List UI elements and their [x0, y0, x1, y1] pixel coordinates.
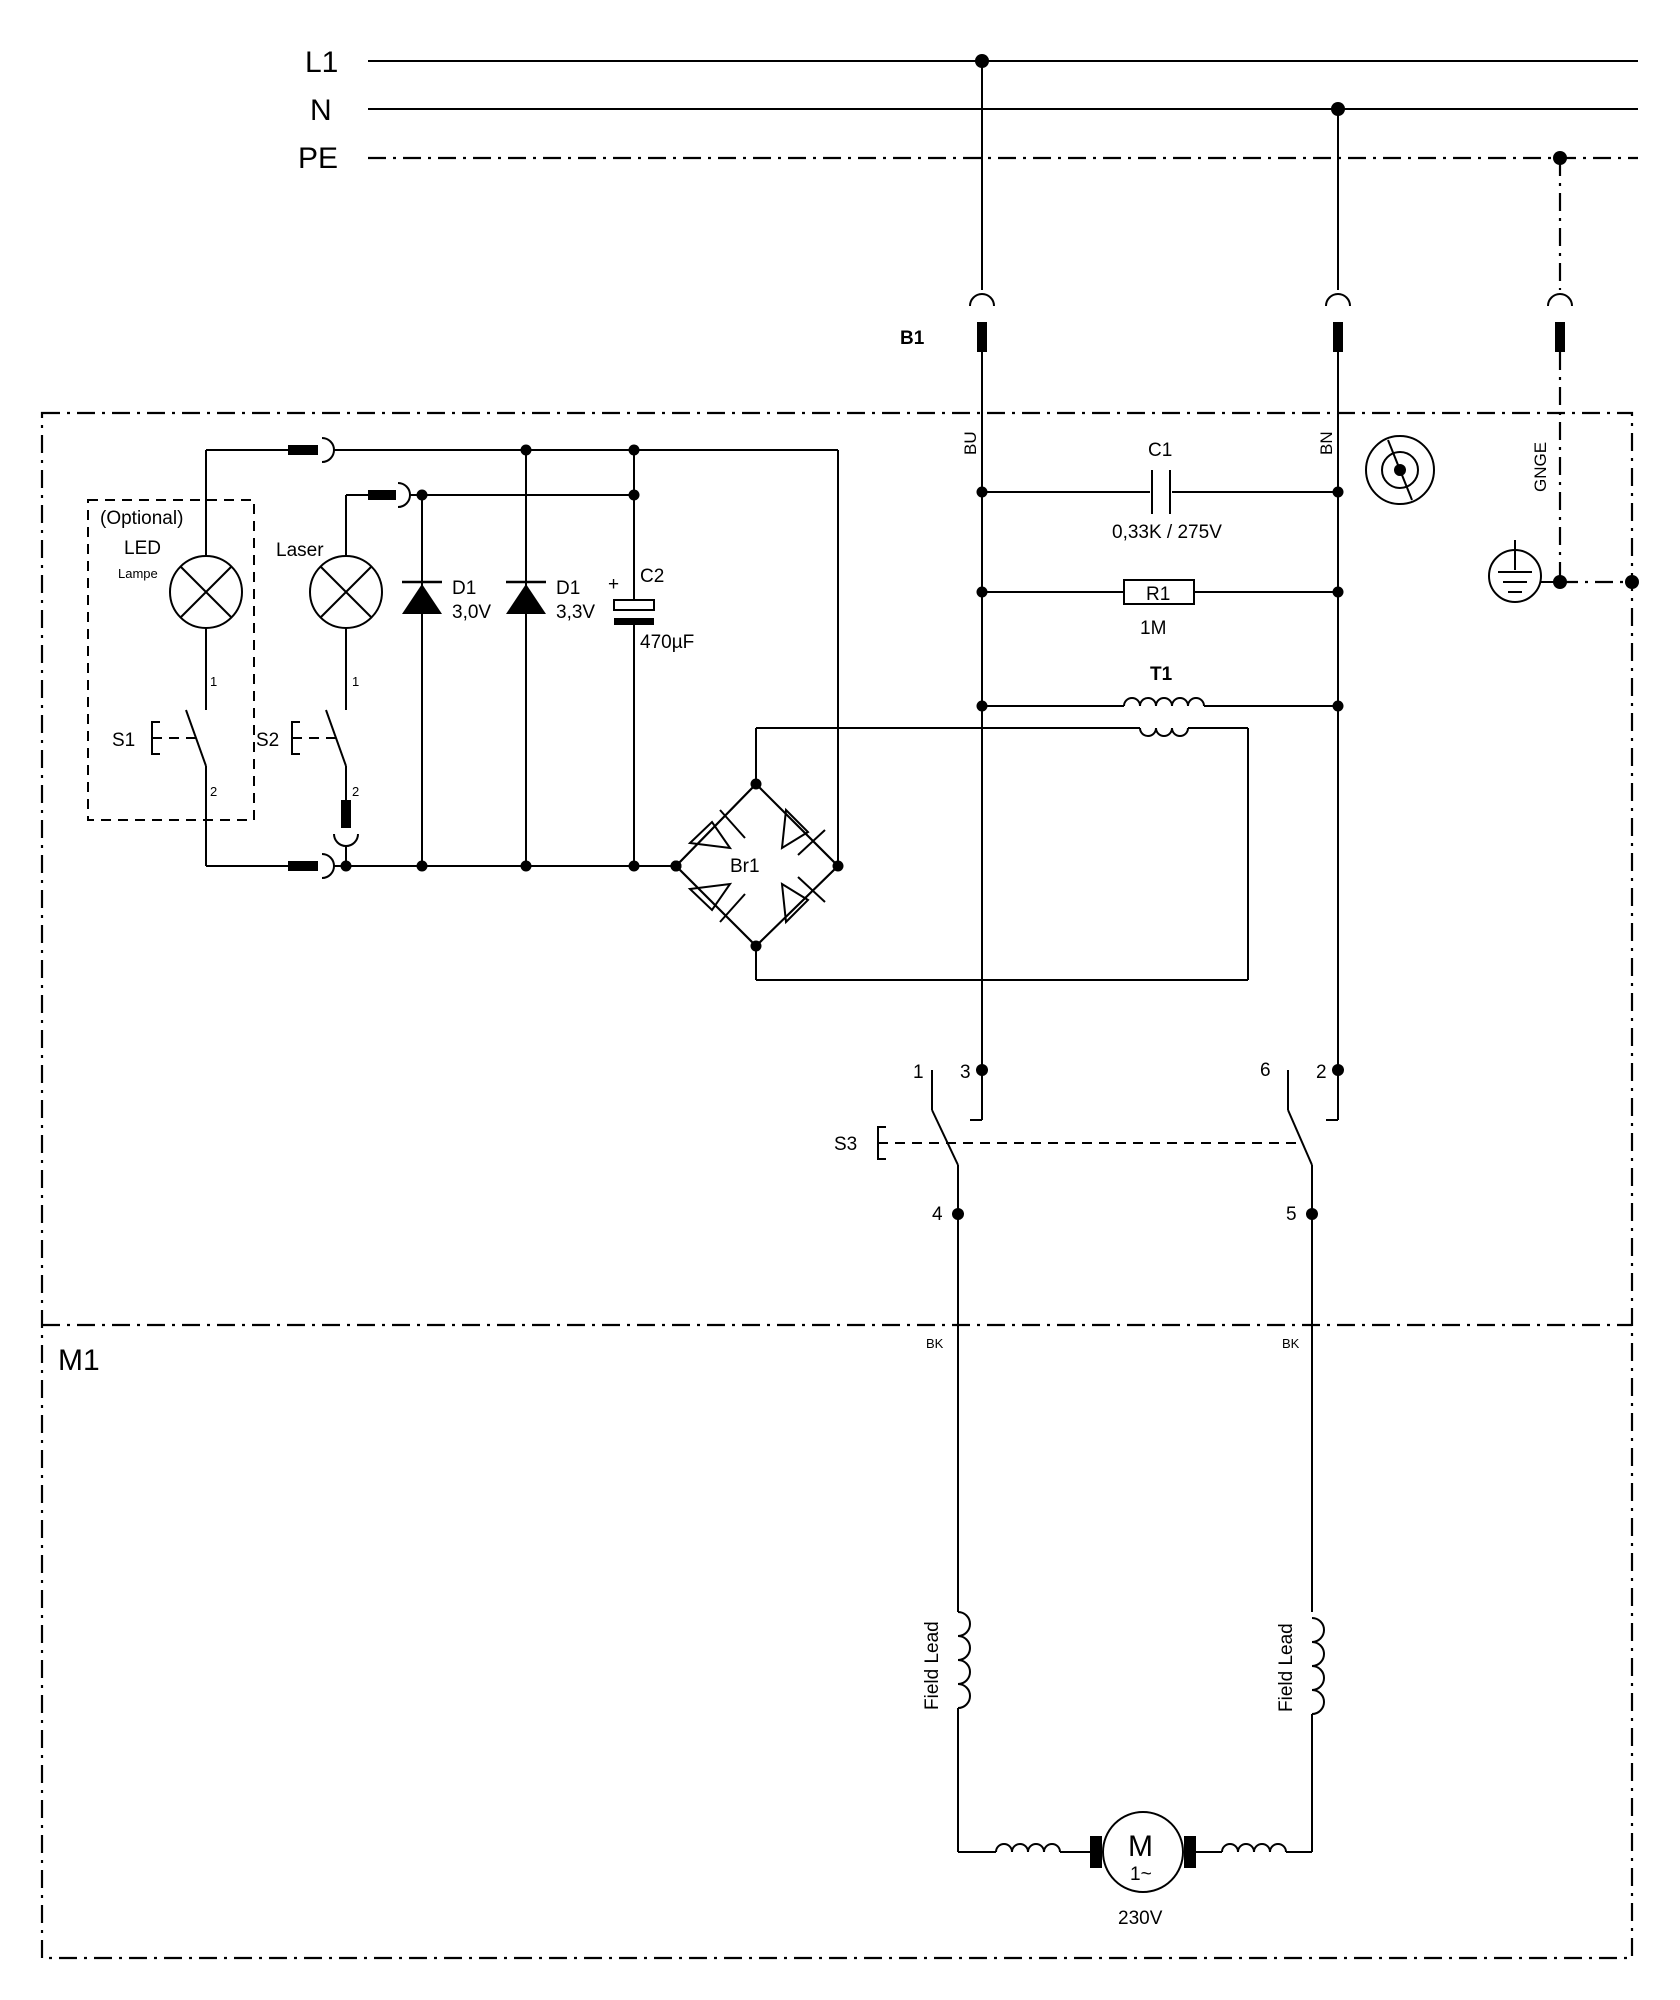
double-insulation-icon — [1365, 435, 1435, 505]
component-r1: R1 1M — [976, 579, 1344, 639]
optional-box — [87, 499, 255, 821]
diode-icon — [506, 584, 546, 614]
d1a-value: 3,0V — [452, 602, 491, 623]
s3-pin-6: 6 — [1260, 1060, 1271, 1081]
diode-d1-3v3: D1 3,3V — [506, 450, 595, 866]
s3-pin-4: 4 — [932, 1204, 943, 1225]
lamp-icon — [309, 555, 383, 629]
laser-branch: Laser 1 2 S2 — [256, 495, 383, 866]
s1-pin1: 1 — [210, 674, 217, 689]
wire-bk-left: BK — [926, 1336, 944, 1351]
connector-icon — [1325, 293, 1351, 307]
c2-name: C2 — [640, 566, 664, 587]
plug-b1: B1 BU BN GNGE — [900, 61, 1573, 1070]
inductor-icon — [1123, 697, 1205, 707]
s3-pin-5: 5 — [1286, 1204, 1297, 1225]
wire-bu: BU — [961, 431, 980, 455]
connector-icon — [1547, 293, 1573, 307]
field-lead-right: Field Lead — [1276, 1623, 1297, 1712]
t1-name: T1 — [1150, 664, 1173, 685]
ground-connection — [1488, 540, 1639, 603]
s3-label: S3 — [834, 1134, 857, 1155]
r1-name: R1 — [1146, 584, 1170, 605]
field-lead-left: Field Lead — [922, 1621, 943, 1710]
c1-value: 0,33K / 275V — [1112, 522, 1222, 543]
inductor-icon — [957, 1611, 971, 1709]
s3-pin-1: 1 — [913, 1062, 924, 1083]
label-b1: B1 — [900, 328, 925, 349]
c2-plus: + — [608, 574, 619, 595]
s2-label: S2 — [256, 730, 279, 751]
diode-icon — [687, 820, 733, 850]
s2-pin2: 2 — [352, 784, 359, 799]
ground-icon — [1488, 540, 1560, 603]
motor-voltage: 230V — [1118, 1908, 1163, 1929]
led-lamp-branch: (Optional) LED Lampe 1 2 S1 — [87, 450, 255, 866]
supply-lines: L1 N PE — [298, 46, 1638, 175]
capacitor-c2: + C2 470µF — [608, 450, 694, 866]
component-t1: T1 — [755, 664, 1344, 981]
switch-icon — [931, 1109, 959, 1166]
housing-outline: M1 — [40, 411, 1634, 1960]
c1-name: C1 — [1148, 440, 1172, 461]
lamp-icon — [169, 555, 243, 629]
capacitor-icon — [613, 599, 655, 611]
r1-value: 1M — [1140, 618, 1166, 639]
motor-phase: 1~ — [1130, 1864, 1152, 1885]
component-c1: C1 0,33K / 275V — [976, 440, 1344, 543]
motor-letter: M — [1128, 1830, 1153, 1863]
led-label: LED — [124, 538, 161, 559]
diode-d1-3v0: D1 3,0V — [402, 495, 491, 866]
connector-icon — [969, 293, 995, 307]
wire-bn: BN — [1317, 431, 1336, 455]
wire-gnge: GNGE — [1531, 442, 1550, 492]
c2-value: 470µF — [640, 632, 694, 653]
optional-label: (Optional) — [100, 508, 183, 529]
d1b-name: D1 — [556, 578, 580, 599]
label-l1: L1 — [305, 46, 338, 79]
s2-pin1: 1 — [352, 674, 359, 689]
diode-icon — [402, 584, 442, 614]
lampe-label: Lampe — [118, 566, 158, 581]
label-n: N — [310, 94, 332, 127]
d1a-name: D1 — [452, 578, 476, 599]
main-switch-s3: 1 3 4 6 2 5 S3 — [834, 1060, 1344, 1225]
motor-m1: BK BK Field Lead Field Lead M 1~ 230V — [922, 1214, 1325, 1929]
s3-pin-3: 3 — [960, 1062, 971, 1083]
laser-label: Laser — [276, 540, 324, 561]
s1-pin2: 2 — [210, 784, 217, 799]
s3-pin-2: 2 — [1316, 1062, 1327, 1083]
label-pe: PE — [298, 142, 338, 175]
wire-bk-right: BK — [1282, 1336, 1300, 1351]
motor-icon — [1102, 1811, 1184, 1893]
bridge-rectifier-br1: Br1 — [670, 778, 844, 952]
label-m1: M1 — [58, 1344, 100, 1377]
s1-label: S1 — [112, 730, 135, 751]
br1-name: Br1 — [730, 856, 760, 877]
dc-network — [206, 437, 839, 879]
d1b-value: 3,3V — [556, 602, 595, 623]
